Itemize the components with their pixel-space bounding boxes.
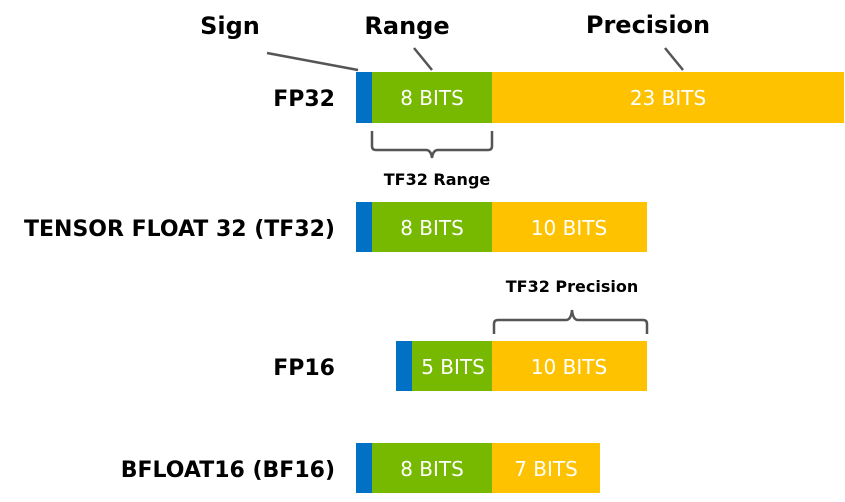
format-row-tf32: TENSOR FLOAT 32 (TF32) 8 BITS 10 BITS [24,202,647,252]
format-label: TENSOR FLOAT 32 (TF32) [24,217,335,242]
format-row-bf16: BFLOAT16 (BF16) 8 BITS 7 BITS [121,443,600,493]
exponent-bits-label: 8 BITS [400,457,464,481]
exponent-segment [372,202,492,252]
exponent-segment [372,443,492,493]
mantissa-bits-label: 10 BITS [531,355,607,379]
mantissa-segment [492,443,600,493]
format-label: FP32 [273,87,335,112]
exponent-bits-label: 8 BITS [400,86,464,110]
format-row-fp16: FP16 5 BITS 10 BITS [273,341,647,391]
sign-leader-line [266,51,359,72]
format-row-fp32: FP32 8 BITS 23 BITS [273,72,844,123]
bracket-line [370,131,494,159]
header-range: Range [364,12,449,40]
sign-bit-segment [356,443,372,493]
tf32-range-label: TF32 Range [384,170,491,189]
mantissa-segment [492,72,844,123]
tf32-precision-bracket: TF32 Precision [492,277,649,334]
mantissa-bits-label: 23 BITS [630,86,706,110]
exponent-bits-label: 8 BITS [400,216,464,240]
format-label: BFLOAT16 (BF16) [121,458,335,483]
mantissa-bits-label: 7 BITS [514,457,578,481]
sign-bit-segment [356,72,372,123]
header-precision: Precision [586,11,710,39]
sign-bit-segment [396,341,412,391]
exponent-bits-label: 5 BITS [421,355,485,379]
precision-leader-line [664,47,684,71]
tf32-precision-label: TF32 Precision [506,277,639,296]
mantissa-bits-label: 10 BITS [531,216,607,240]
sign-bit-segment [356,202,372,252]
format-label: FP16 [273,356,335,381]
mantissa-segment [492,202,647,252]
range-leader-line [413,47,433,71]
exponent-segment [412,341,492,391]
tf32-range-bracket: TF32 Range [370,131,494,189]
header-sign: Sign [200,12,260,40]
mantissa-segment [492,341,647,391]
exponent-segment [372,72,492,123]
bracket-line [492,309,649,334]
